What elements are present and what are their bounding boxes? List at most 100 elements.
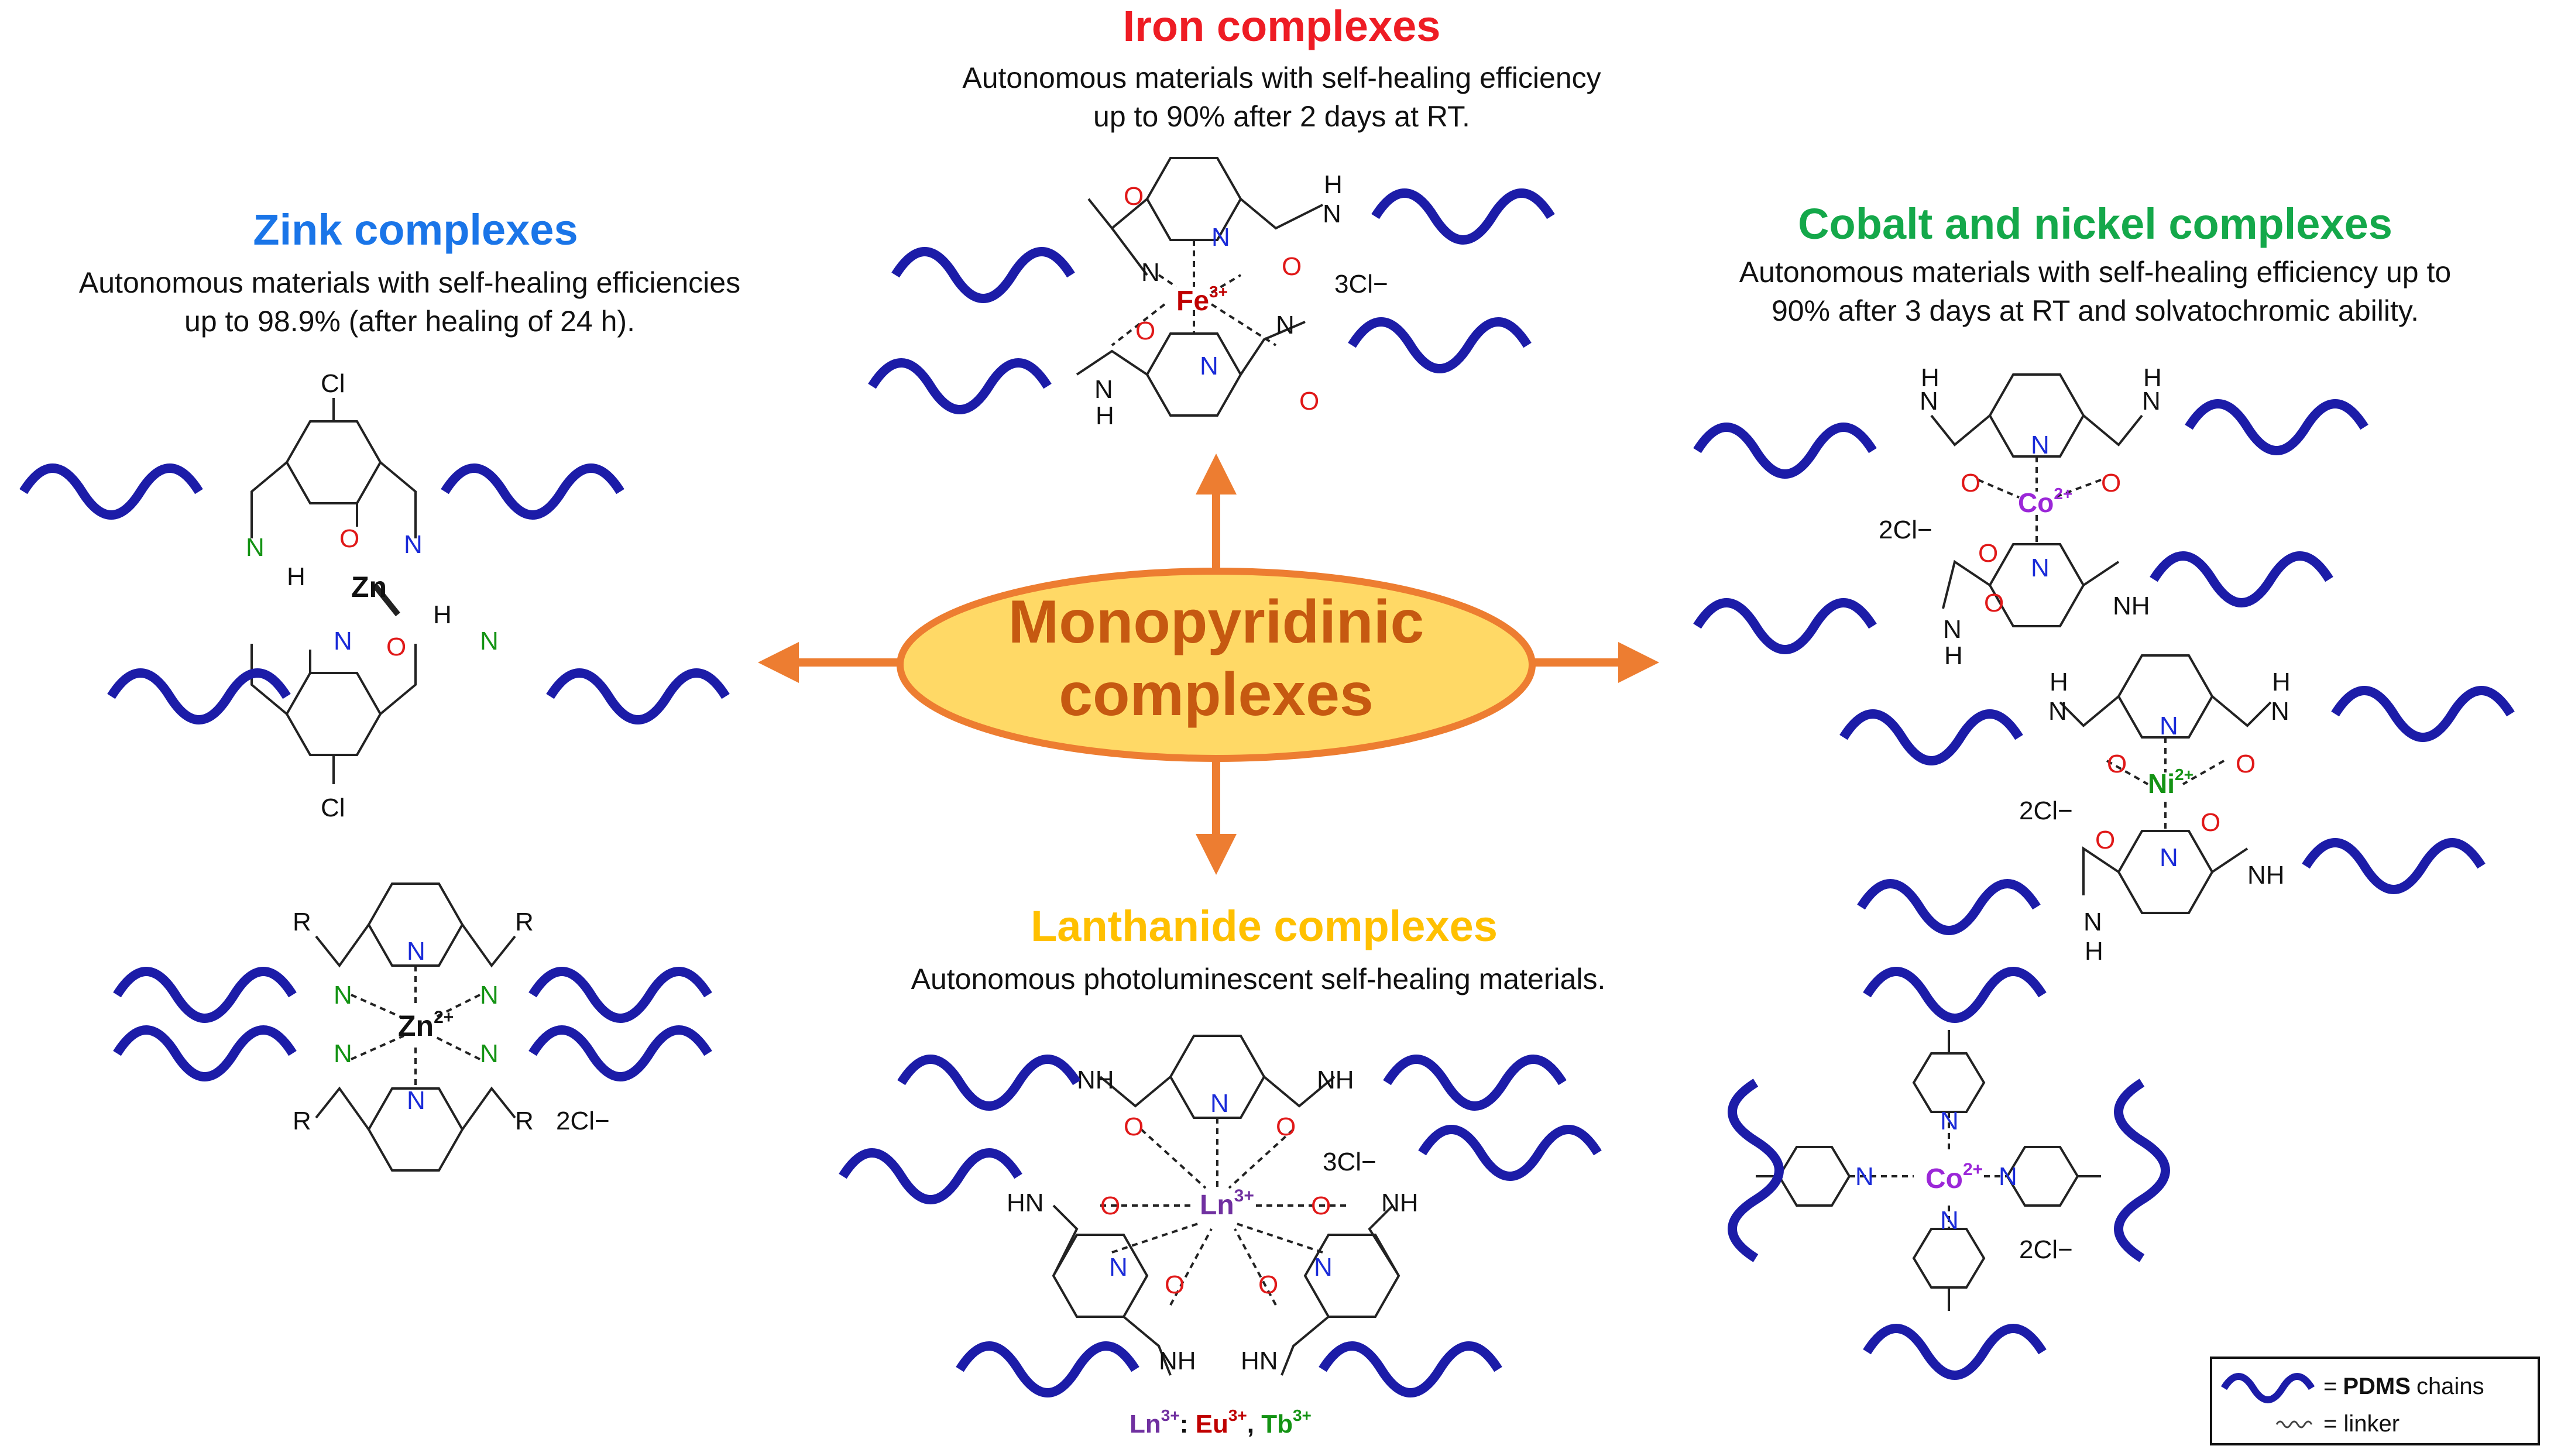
ni-O-4: O: [2201, 808, 2220, 837]
iron-N-amide-2: N: [1276, 311, 1295, 339]
co-N-py-top: N: [2031, 431, 2050, 459]
zinc-R-3: R: [293, 1107, 311, 1135]
ni-O-3: O: [2095, 826, 2115, 854]
ni-NH: NH: [2247, 861, 2285, 890]
ln-NH-1: NH: [1077, 1066, 1114, 1094]
co-H-3: H: [1944, 641, 1963, 670]
center-hub: Monopyridinic complexes: [758, 454, 1659, 875]
ni-O-2: O: [2236, 750, 2256, 778]
ln-O-1: O: [1124, 1112, 1144, 1141]
zinc-R-4: R: [515, 1107, 534, 1135]
zinc-H-2: H: [433, 600, 452, 629]
ln-HN-2: HN: [1241, 1347, 1278, 1375]
lanthanide-counterion: 3Cl−: [1323, 1148, 1376, 1176]
co-N-amide-2: N: [2142, 387, 2161, 415]
ni-N-amide-1: N: [2048, 697, 2067, 726]
iron-desc-line2: up to 90% after 2 days at RT.: [1093, 100, 1470, 133]
co-H-2: H: [2143, 363, 2162, 392]
ln-N-py-top: N: [1210, 1089, 1229, 1118]
iron-pdms-chains: [868, 188, 1555, 414]
ln-HN-1: HN: [1007, 1189, 1044, 1217]
co-N-py-bottom: N: [2031, 554, 2050, 582]
ni-H-1: H: [2050, 668, 2068, 696]
lanthanide-structure: [1052, 1035, 1400, 1376]
iron-N-py-bottom: N: [1200, 352, 1218, 380]
zinc-H-1: H: [287, 562, 305, 591]
zinc-N-1: N: [246, 533, 265, 562]
iron-N-amide-4: N: [1094, 375, 1113, 404]
ln-N-py-left: N: [1109, 1253, 1128, 1282]
zinc-R-2: R: [515, 908, 534, 936]
iron-pyridine-bottom: [1145, 332, 1242, 417]
iron-N-amide-1: N: [1141, 258, 1160, 287]
iron-O-2: O: [1282, 252, 1302, 281]
ni-H-2: H: [2272, 668, 2291, 696]
zinc-N-3: N: [334, 627, 352, 655]
zinc-Cl-top: Cl: [321, 369, 345, 398]
zinc2-N-py-top: N: [407, 937, 425, 966]
ni-H-3: H: [2085, 937, 2103, 966]
nickel-metal: Ni2+: [2148, 765, 2193, 799]
iron-atoms: O O O O N N N N N H N H Fe3+ 3Cl−: [1094, 170, 1388, 430]
lanthanide-description: Autonomous photoluminescent self-healing…: [911, 963, 1606, 995]
iron-counterion: 3Cl−: [1334, 270, 1388, 298]
ln-O-6: O: [1258, 1270, 1278, 1299]
zinc-O-1: O: [339, 524, 359, 553]
co-O-1: O: [1961, 469, 1980, 497]
zinc-Cl-bottom: Cl: [321, 794, 345, 822]
co-N-amide-3: N: [1943, 615, 1962, 644]
ln-NH-3: NH: [1381, 1189, 1419, 1217]
copy-N-left: N: [1855, 1162, 1874, 1191]
cobalt-nickel-desc-line1: Autonomous materials with self-healing e…: [1739, 256, 2452, 289]
cobalt-pyridine-counterion: 2Cl−: [2019, 1235, 2073, 1264]
zinc2-N-3: N: [334, 1039, 352, 1068]
ni-O-1: O: [2107, 750, 2127, 778]
zinc-desc-line1: Autonomous materials with self-healing e…: [78, 266, 741, 299]
cobalt-pdms-chains: [1693, 399, 2368, 654]
legend-pdms-swatch: [2220, 1373, 2315, 1403]
center-title-line1: Monopyridinic: [1008, 588, 1424, 656]
cobalt-metal: Co2+: [2018, 485, 2072, 518]
ni-N-py-bottom: N: [2160, 843, 2178, 872]
zinc-pdms-chains-1: [19, 463, 730, 724]
lanthanide-footnote: Ln3+: Eu3+, Tb3+: [1130, 1406, 1312, 1438]
co-NH: NH: [2113, 592, 2150, 620]
zinc-N-4: N: [480, 627, 499, 655]
zinc-desc-line2: up to 98.9% (after healing of 24 h).: [184, 305, 635, 338]
zinc2-N-py-bottom: N: [407, 1086, 425, 1115]
zinc-atoms-2: R R R R N N N N N N Zn2+ 2Cl−: [293, 908, 610, 1135]
nickel-pdms-chains: [1839, 686, 2515, 935]
iron-O-1: O: [1124, 182, 1144, 211]
co-H-1: H: [1921, 363, 1939, 392]
ln-O-5: O: [1165, 1270, 1185, 1299]
cobalt-pyridine-pdms-chains: [1728, 967, 2170, 1380]
iron-title: Iron complexes: [1122, 2, 1441, 50]
zinc2-N-4: N: [480, 1039, 499, 1068]
zinc-structure-2: [315, 882, 516, 1172]
nickel-atoms: N H N H N O O O O N NH N H Ni2+ 2Cl−: [2019, 668, 2291, 966]
ln-O-4: O: [1311, 1191, 1331, 1220]
iron-desc-line1: Autonomous materials with self-healing e…: [962, 61, 1601, 94]
zinc-title: Zink complexes: [253, 205, 578, 254]
ni-N-amide-2: N: [2271, 697, 2289, 726]
co-O-4: O: [1984, 589, 2004, 617]
zinc-pdms-chains-2: [113, 967, 712, 1081]
iron-N-amide-3: N: [1323, 200, 1341, 228]
cobalt-structure: [1930, 373, 2143, 627]
iron-H-1: H: [1324, 170, 1343, 199]
zinc2-N-1: N: [334, 981, 352, 1009]
cobalt-counterion: 2Cl−: [1879, 516, 1932, 544]
legend-linker-label: = linker: [2323, 1411, 2399, 1437]
zinc-N-2: N: [404, 530, 423, 559]
cobalt-nickel-desc-line2: 90% after 3 days at RT and solvatochromi…: [1771, 294, 2419, 327]
cobalt-pyridine-structure: [1756, 1030, 2101, 1311]
zinc-metal-1: Zn: [351, 571, 387, 603]
ln-O-3: O: [1100, 1191, 1120, 1220]
cobalt-nickel-title: Cobalt and nickel complexes: [1798, 200, 2392, 248]
lanthanide-atoms: N N N O O O O O O NH NH HN NH NH HN Ln3+…: [1007, 1066, 1419, 1375]
iron-description: Autonomous materials with self-healing e…: [755, 59, 1808, 136]
iron-metal: Fe3+: [1176, 283, 1228, 317]
copy-N-right: N: [1999, 1162, 2017, 1191]
